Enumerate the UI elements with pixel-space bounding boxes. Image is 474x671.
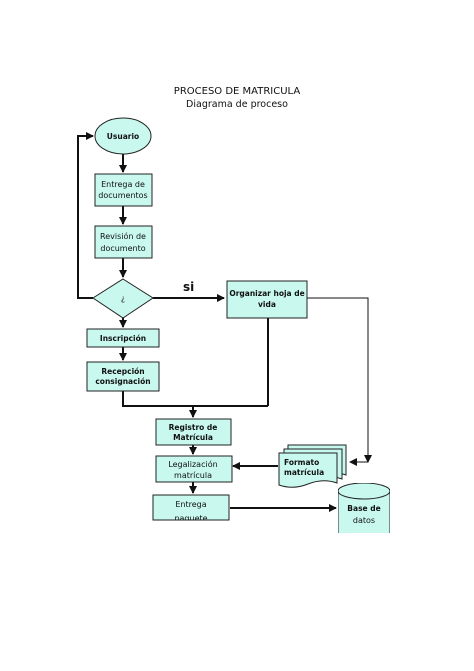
node-formato-matricula: Formato matrícula	[278, 444, 347, 488]
node-registro-matricula: Registro de Matrícula	[155, 418, 232, 446]
node-recepcion-line2: consignación	[95, 377, 150, 386]
diagram-title: PROCESO DE MATRICULA	[174, 86, 301, 97]
node-inscripcion: Inscripción	[86, 328, 160, 348]
node-inscripcion-label: Inscripción	[100, 334, 146, 343]
node-entrega-paquete-line2: paquete	[174, 514, 207, 523]
node-entrega-documentos-line2: documentos	[98, 191, 147, 200]
node-formato-line2: matrícula	[284, 468, 324, 477]
node-legalizacion-line2: matrícula	[174, 471, 212, 480]
node-legalizacion-matricula: Legalización matrícula	[155, 455, 233, 483]
node-registro-line1: Registro de	[169, 423, 218, 432]
node-revision-documento-line2: documento	[100, 244, 145, 253]
node-recepcion-line1: Recepción	[101, 367, 144, 376]
node-usuario: Usuario	[94, 117, 152, 155]
node-base-line1: Base de	[347, 504, 380, 513]
node-organizar-line1: Organizar hoja de	[229, 289, 304, 298]
node-organizar-line2: vida	[258, 300, 276, 309]
node-base-datos: Base de datos	[338, 483, 390, 533]
node-revision-documento-line1: Revisión de	[100, 231, 146, 241]
node-legalizacion-line1: Legalización	[168, 459, 217, 469]
node-registro-line2: Matrícula	[173, 433, 213, 442]
edge-organizar-right	[307, 297, 372, 463]
node-entrega-paquete-line1: Entrega	[175, 500, 206, 509]
node-usuario-label: Usuario	[107, 132, 139, 141]
node-revision-documento: Revisión de documento	[94, 225, 153, 259]
node-entrega-documentos-line1: Entrega de	[101, 180, 145, 189]
node-formato-line1: Formato	[284, 458, 319, 467]
node-entrega-documentos: Entrega de documentos	[94, 173, 153, 207]
node-decision-label: ¿	[121, 294, 125, 303]
edge-recepcion-join	[122, 391, 268, 407]
edge-label-si: si	[183, 280, 194, 294]
diagram-subtitle: Diagrama de proceso	[186, 99, 288, 110]
edge-decision-loop-usuario	[77, 132, 94, 299]
node-organizar-hoja-vida: Organizar hoja de vida	[226, 280, 308, 319]
node-base-line2: datos	[353, 516, 375, 525]
node-decision: ¿	[92, 278, 154, 319]
node-recepcion-consignacion: Recepción consignación	[86, 361, 160, 392]
node-entrega-paquete: Entrega paquete	[152, 494, 230, 523]
